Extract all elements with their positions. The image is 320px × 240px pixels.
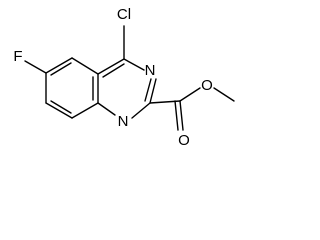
structure-diagram: Cl F N N O O [13, 6, 235, 149]
bond-carbonyl-o-2 [174, 100, 179, 131]
bond-c4a-c5 [71, 57, 99, 75]
bond-c7-c8 [45, 102, 73, 119]
bond-c2-n1 [131, 102, 151, 119]
bond-ester-o-methyl [213, 87, 235, 102]
bond-c5-c6 [45, 57, 73, 74]
atom-nitrogen-1: N [118, 113, 129, 130]
bond-c4a-c4-inner [102, 63, 125, 78]
bond-c4-n3 [123, 58, 145, 71]
atom-labels: Cl F N N O O [13, 6, 212, 149]
bond-carbonyl-ester-o [179, 87, 201, 102]
bond-c8-c8a [71, 102, 99, 119]
bond-c6-f [24, 60, 47, 74]
bond-n1-c8a [97, 102, 116, 116]
atom-ester-oxygen: O [201, 77, 213, 94]
atom-nitrogen-3: N [145, 62, 156, 79]
atom-carbonyl-oxygen: O [178, 132, 190, 149]
bond-n3-c2-inner [144, 78, 152, 102]
bond-n3-c2 [149, 78, 157, 104]
atom-fluorine: F [13, 48, 22, 65]
bond-c7-c8-inner [50, 100, 72, 114]
atom-chlorine: Cl [117, 6, 131, 23]
bond-c5-c6-inner [50, 62, 72, 76]
bonds [24, 25, 235, 131]
bond-c4a-c4 [97, 58, 125, 75]
bond-carbonyl-o-1 [179, 100, 184, 131]
